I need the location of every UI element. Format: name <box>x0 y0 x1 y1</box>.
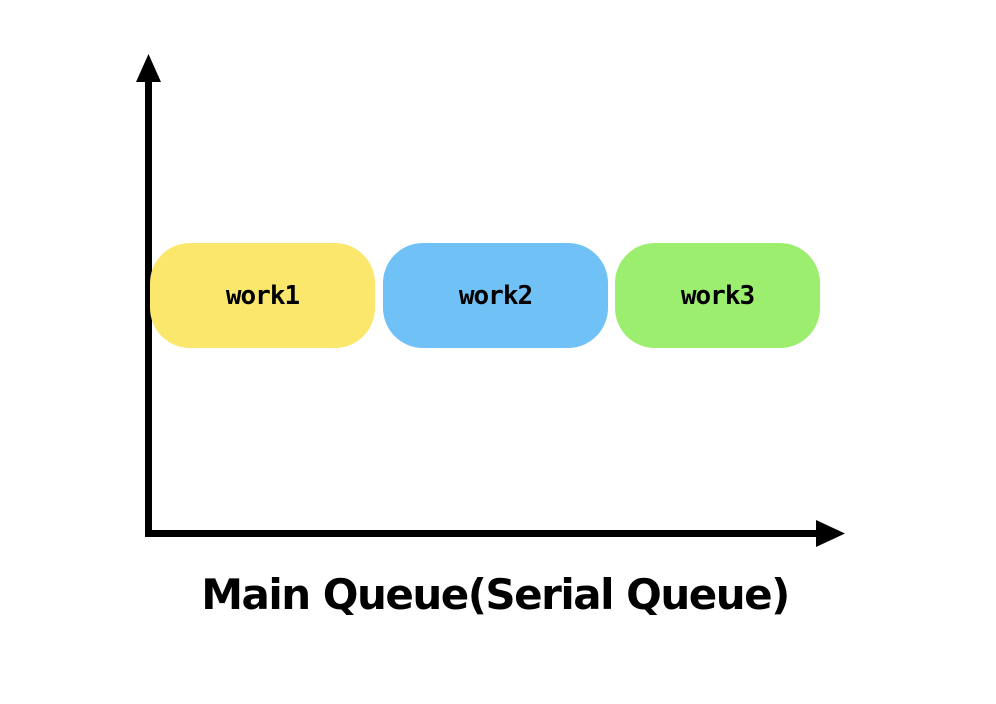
work-item-1-label: work1 <box>225 280 300 311</box>
work-item-2-label: work2 <box>458 280 533 311</box>
y-axis-arrowhead-icon <box>136 54 161 82</box>
work-item-3-label: work3 <box>680 280 755 311</box>
diagram-caption: Main Queue(Serial Queue) <box>201 570 790 619</box>
x-axis-arrowhead-icon <box>816 520 845 547</box>
work-item-3: work3 <box>615 243 820 348</box>
work-item-1: work1 <box>150 243 375 348</box>
work-item-2: work2 <box>383 243 608 348</box>
